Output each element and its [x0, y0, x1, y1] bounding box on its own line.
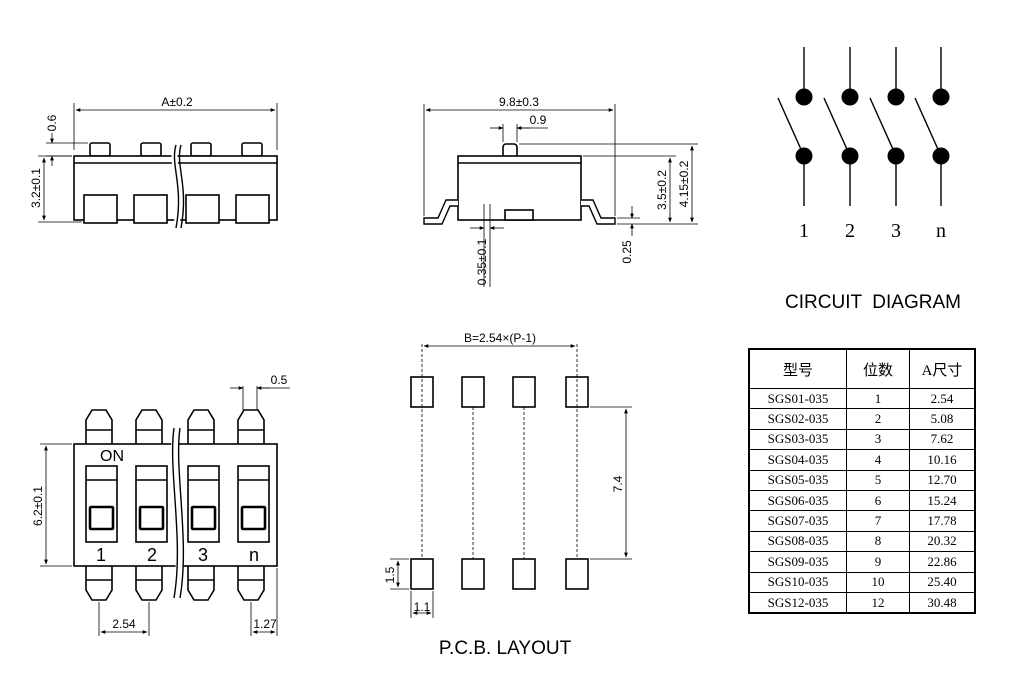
cell-positions: 5: [846, 469, 910, 491]
cell-a-size: 5.08: [909, 408, 976, 430]
dim-2.54-label: 2.54: [112, 617, 136, 631]
table-header-row: 型号 位数 A尺寸: [748, 348, 976, 389]
cell-model: SGS05-035: [748, 469, 847, 491]
cell-model: SGS01-035: [748, 387, 847, 410]
cell-a-size: 20.32: [909, 530, 976, 553]
dim-0.9-label: 0.9: [530, 113, 547, 127]
cell-a-size: 30.48: [909, 591, 976, 614]
cell-model: SGS09-035: [748, 551, 847, 573]
cell-model: SGS04-035: [748, 449, 847, 471]
cell-a-size: 12.70: [909, 469, 976, 491]
cell-positions: 3: [846, 428, 910, 451]
cell-model: SGS12-035: [748, 591, 847, 614]
pcb-layout-drawing: [390, 344, 632, 618]
header-a-size: A尺寸: [909, 348, 976, 389]
circuit-label-1: 1: [799, 220, 809, 242]
cell-model: SGS07-035: [748, 510, 847, 532]
header-model: 型号: [748, 348, 847, 389]
cell-a-size: 7.62: [909, 428, 976, 451]
switch-label-1: 1: [96, 545, 106, 565]
cell-model: SGS10-035: [748, 571, 847, 593]
cell-positions: 4: [846, 449, 910, 471]
dim-3.2-label: 3.2±0.1: [29, 168, 43, 208]
dim-0.25-label: 0.25: [620, 240, 634, 264]
circuit-diagram: [777, 47, 950, 206]
dim-b-label: B=2.54×(P-1): [464, 331, 536, 345]
cell-a-size: 17.78: [909, 510, 976, 532]
dim-1.27-label: 1.27: [253, 617, 277, 631]
cell-positions: 12: [846, 591, 910, 614]
switch-label-3: 3: [198, 545, 208, 565]
cell-model: SGS08-035: [748, 530, 847, 553]
cell-positions: 9: [846, 551, 910, 573]
dim-0.6-label: 0.6: [45, 114, 59, 131]
dim-4.15-label: 4.15±0.2: [677, 160, 691, 207]
cell-positions: 6: [846, 489, 910, 512]
cell-a-size: 15.24: [909, 489, 976, 512]
cell-model: SGS02-035: [748, 408, 847, 430]
cell-positions: 1: [846, 387, 910, 410]
dim-9.8-label: 9.8±0.3: [499, 95, 539, 109]
dim-1.1-label: 1.1: [414, 600, 431, 614]
dim-7.4-label: 7.4: [611, 475, 625, 492]
end-view-drawing: [38, 103, 278, 229]
cell-positions: 7: [846, 510, 910, 532]
switch-label-n: n: [249, 545, 259, 565]
top-view-drawing: [40, 386, 290, 636]
dim-1.5-label: 1.5: [383, 566, 397, 583]
cell-positions: 10: [846, 571, 910, 593]
pcb-caption: P.C.B. LAYOUT: [439, 638, 572, 659]
cell-a-size: 10.16: [909, 449, 976, 471]
dim-a-label: A±0.2: [161, 95, 193, 109]
dim-0.35-label: 0.35±0.1: [475, 238, 489, 285]
cell-positions: 2: [846, 408, 910, 430]
on-label: ON: [100, 448, 124, 465]
cell-a-size: 22.86: [909, 551, 976, 573]
dim-3.5-label: 3.5±0.2: [655, 170, 669, 210]
header-positions: 位数: [846, 348, 910, 389]
switch-label-2: 2: [147, 545, 157, 565]
circuit-label-n: n: [936, 220, 946, 242]
cell-a-size: 2.54: [909, 387, 976, 410]
side-view-drawing: [423, 104, 698, 287]
circuit-label-3: 3: [891, 220, 901, 242]
circuit-label-2: 2: [845, 220, 855, 242]
dim-6.2-label: 6.2±0.1: [31, 486, 45, 526]
dim-0.5-label: 0.5: [271, 373, 288, 387]
cell-model: SGS03-035: [748, 428, 847, 451]
cell-a-size: 25.40: [909, 571, 976, 593]
cell-positions: 8: [846, 530, 910, 553]
cell-model: SGS06-035: [748, 489, 847, 512]
circuit-caption: CIRCUIT DIAGRAM: [785, 292, 961, 313]
